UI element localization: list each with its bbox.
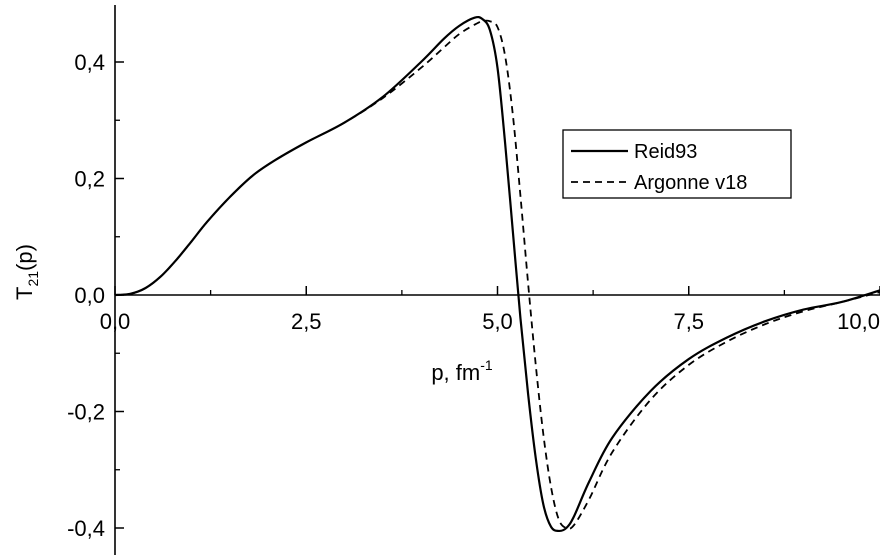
series-layer	[114, 15, 880, 533]
y-tick-label: 0,0	[74, 283, 105, 308]
ticks-layer: 0,4 0,2 0,0 -0,2 -0,4 0,0 2,5 5,0 7,5 10,0	[67, 50, 880, 541]
legend-label-reid93: Reid93	[634, 141, 697, 163]
series-line-argonne-v18	[114, 19, 880, 530]
x-tick-label: 0,0	[100, 309, 131, 334]
legend: Reid93 Argonne v18	[562, 129, 792, 199]
x-tick-label: 7,5	[673, 309, 704, 334]
x-axis-label-main: p, fm	[431, 360, 480, 385]
y-tick-label: 0,4	[74, 50, 105, 75]
x-axis-label-superscript: -1	[480, 357, 493, 373]
x-tick-label: 5,0	[482, 309, 513, 334]
series-line-reid93	[114, 15, 880, 533]
y-axis-label-main: T	[12, 287, 37, 300]
y-axis-label: T21(p)	[12, 244, 41, 300]
y-tick-label: -0,4	[67, 516, 105, 541]
legend-box	[562, 129, 792, 199]
x-tick-label: 2,5	[291, 309, 322, 334]
legend-label-argonne-v18: Argonne v18	[634, 172, 747, 194]
axes-layer	[114, 5, 880, 555]
x-axis-label: p, fm-1	[431, 357, 493, 385]
x-tick-label: 10,0	[837, 309, 880, 334]
y-tick-label: 0,2	[74, 167, 105, 192]
y-axis-label-suffix: (p)	[12, 244, 37, 271]
y-tick-label: -0,2	[67, 400, 105, 425]
y-axis-label-subscript: 21	[25, 271, 41, 287]
